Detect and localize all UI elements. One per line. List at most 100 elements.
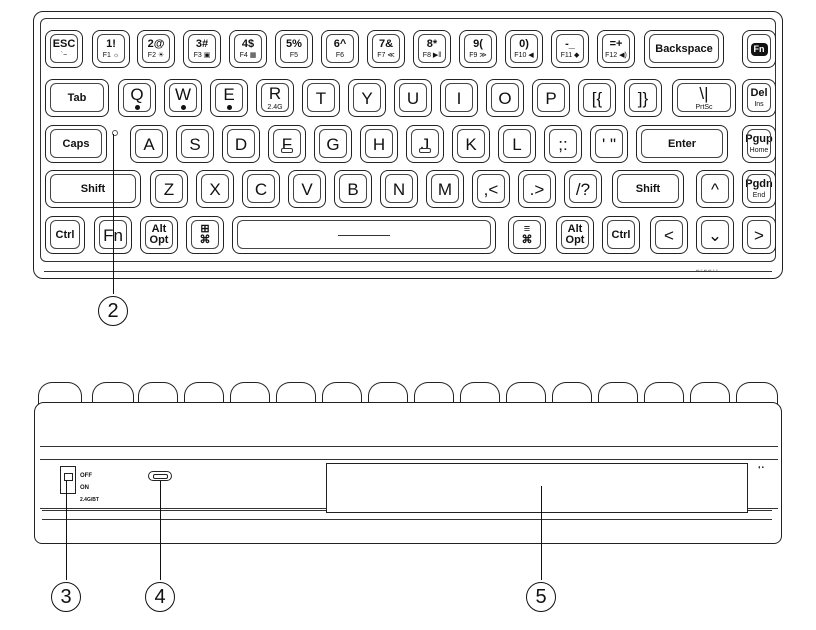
- key-q-indicator: [134, 105, 140, 110]
- key-4-label: 4$: [241, 38, 255, 50]
- key-b[interactable]: B: [334, 170, 372, 208]
- key-1-sublabel: F1 ☼: [102, 52, 120, 59]
- key-caps-label: Caps: [62, 137, 90, 150]
- key-u-label: U: [406, 88, 420, 108]
- key-a[interactable]: A: [130, 125, 168, 163]
- key-ralt-sublabel: Opt: [565, 234, 585, 246]
- key-period[interactable]: .>: [518, 170, 556, 208]
- key-up[interactable]: ^: [696, 170, 734, 208]
- key-s[interactable]: S: [176, 125, 214, 163]
- key-left[interactable]: <: [650, 216, 688, 254]
- key-g[interactable]: G: [314, 125, 352, 163]
- key-9-label: 9(: [473, 38, 483, 50]
- key-esc[interactable]: ESC`~: [45, 30, 83, 68]
- key-w[interactable]: W: [164, 79, 202, 117]
- key-n[interactable]: N: [380, 170, 418, 208]
- key-right[interactable]: >: [742, 216, 776, 254]
- callout-2: 2: [98, 296, 128, 326]
- key-slash[interactable]: /?: [564, 170, 602, 208]
- callout-5-leader: [541, 486, 543, 580]
- key-d[interactable]: D: [222, 125, 260, 163]
- key-j[interactable]: J: [406, 125, 444, 163]
- key-c[interactable]: C: [242, 170, 280, 208]
- key-down[interactable]: ⌄: [696, 216, 734, 254]
- key-j-homing-bump: [419, 148, 431, 153]
- key-fn-top[interactable]: Fn: [742, 30, 776, 68]
- key-u[interactable]: U: [394, 79, 432, 117]
- key-backspace[interactable]: Backspace: [644, 30, 724, 68]
- key-k[interactable]: K: [452, 125, 490, 163]
- key-8[interactable]: 8*F8 ▶‖: [413, 30, 451, 68]
- key-comma[interactable]: ,<: [472, 170, 510, 208]
- key-enter[interactable]: Enter: [636, 125, 728, 163]
- key-t[interactable]: T: [302, 79, 340, 117]
- key-semicolon[interactable]: ;:: [544, 125, 582, 163]
- callout-4-leader: [160, 481, 162, 580]
- key-e-indicator: [226, 105, 232, 110]
- key-3-label: 3#: [195, 38, 209, 50]
- key-1[interactable]: 1!F1 ☼: [92, 30, 130, 68]
- switch-label-wireless: 2.4G/BT: [80, 497, 99, 503]
- key-0[interactable]: 0)F10 ◀: [505, 30, 543, 68]
- key-f[interactable]: F: [268, 125, 306, 163]
- key-lwin[interactable]: ⊞⌘: [186, 216, 224, 254]
- key-tab[interactable]: Tab: [45, 79, 109, 117]
- key-backslash-label: \|: [699, 84, 709, 103]
- key-l[interactable]: L: [498, 125, 536, 163]
- key-rbracket[interactable]: ]}: [624, 79, 662, 117]
- key-z[interactable]: Z: [150, 170, 188, 208]
- key-v-label: V: [301, 179, 313, 199]
- key-2[interactable]: 2@F2 ☀: [137, 30, 175, 68]
- key-equal[interactable]: =+F12 ◀): [597, 30, 635, 68]
- key-h-label: H: [372, 134, 386, 154]
- key-pgup-label: Pgup: [745, 133, 773, 145]
- key-lshift[interactable]: Shift: [45, 170, 141, 208]
- key-5-label: 5%: [286, 38, 302, 50]
- key-r-label: R: [268, 84, 282, 103]
- key-6[interactable]: 6^F6: [321, 30, 359, 68]
- key-rshift[interactable]: Shift: [612, 170, 684, 208]
- key-9[interactable]: 9(F9 ≫: [459, 30, 497, 68]
- brand-mark: ⌐◦⌐⌐◦◦: [696, 268, 719, 274]
- key-p[interactable]: P: [532, 79, 570, 117]
- key-lctrl[interactable]: Ctrl: [45, 216, 85, 254]
- key-q[interactable]: Q: [118, 79, 156, 117]
- key-backslash[interactable]: \|PrtSc: [672, 79, 736, 117]
- key-4[interactable]: 4$F4 ▦: [229, 30, 267, 68]
- key-7[interactable]: 7&F7 ≪: [367, 30, 405, 68]
- key-caps[interactable]: Caps: [45, 125, 107, 163]
- key-m[interactable]: M: [426, 170, 464, 208]
- key-l-label: L: [512, 134, 522, 154]
- mode-switch-knob[interactable]: [64, 473, 73, 481]
- key-quote[interactable]: ' ": [590, 125, 628, 163]
- key-lbracket[interactable]: [{: [578, 79, 616, 117]
- side-keycap: [598, 382, 638, 404]
- key-v[interactable]: V: [288, 170, 326, 208]
- key-rwin[interactable]: ≡⌘: [508, 216, 546, 254]
- key-e[interactable]: E: [210, 79, 248, 117]
- key-space[interactable]: [232, 216, 496, 254]
- key-ralt-label: Alt: [567, 223, 583, 235]
- key-y[interactable]: Y: [348, 79, 386, 117]
- usb-c-port[interactable]: [148, 471, 172, 481]
- mode-switch[interactable]: [60, 466, 76, 494]
- key-6-sublabel: F6: [335, 52, 345, 59]
- key-i[interactable]: I: [440, 79, 478, 117]
- key-o[interactable]: O: [486, 79, 524, 117]
- key-rctrl[interactable]: Ctrl: [602, 216, 640, 254]
- key-h[interactable]: H: [360, 125, 398, 163]
- key-0-label: 0): [519, 38, 529, 50]
- key-3[interactable]: 3#F3 ▣: [183, 30, 221, 68]
- key-x[interactable]: X: [196, 170, 234, 208]
- callout-2-leader: [113, 134, 115, 294]
- key-5[interactable]: 5%F5: [275, 30, 313, 68]
- side-led-icon: ◐▪: [758, 465, 764, 471]
- side-keycap: [138, 382, 178, 404]
- key-minus[interactable]: -_F11 ◆: [551, 30, 589, 68]
